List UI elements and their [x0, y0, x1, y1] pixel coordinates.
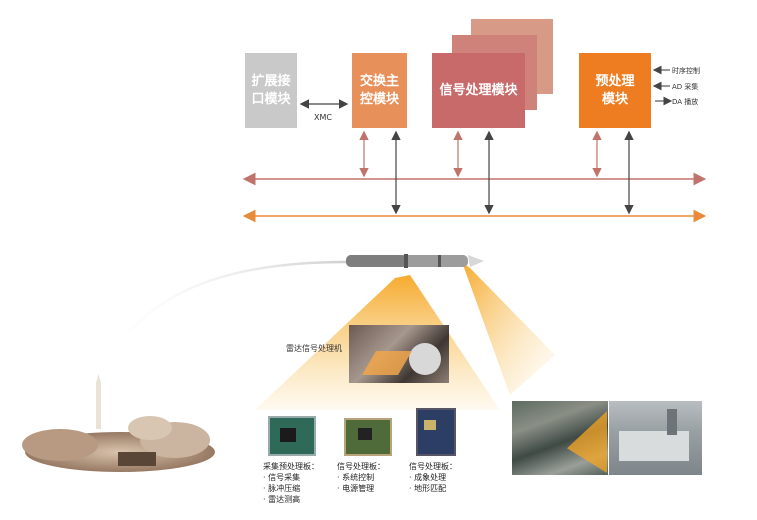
- trajectory-path: [98, 260, 347, 373]
- xmc-label: XMC: [314, 113, 332, 122]
- launch-vehicle-icon: [22, 374, 215, 472]
- switch-control-module: 交换主 控模块: [352, 53, 407, 128]
- beam-right: [462, 262, 555, 395]
- circuit-board-icon: [344, 418, 392, 456]
- expansion-interface-module: 扩展接 口模块: [245, 53, 297, 128]
- aerial-map-icon: [512, 401, 608, 475]
- radar-processor-label: 雷达信号处理机: [286, 344, 342, 353]
- timing-control-label: 时序控制: [672, 67, 700, 75]
- signal-processing-module: 信号处理模块: [432, 53, 525, 128]
- preprocessing-module: 预处理 模块: [579, 53, 651, 128]
- board-caption: 信号处理板： · 成象处理 · 地形匹配: [409, 462, 457, 493]
- radar-processor-image: [349, 325, 449, 383]
- da-playback-label: DA 播放: [672, 98, 699, 106]
- circuit-board-icon: [268, 416, 316, 456]
- board-caption: 采集预处理板： · 信号采集 · 脉冲压缩 · 雷达测高: [263, 462, 319, 504]
- board-caption: 信号处理板： · 系统控制 · 电源管理: [337, 462, 385, 493]
- aerial-map-icon: [609, 401, 702, 475]
- circuit-board-icon: [416, 408, 456, 456]
- ad-acquisition-label: AD 采集: [672, 83, 699, 91]
- missile-icon: [346, 254, 484, 268]
